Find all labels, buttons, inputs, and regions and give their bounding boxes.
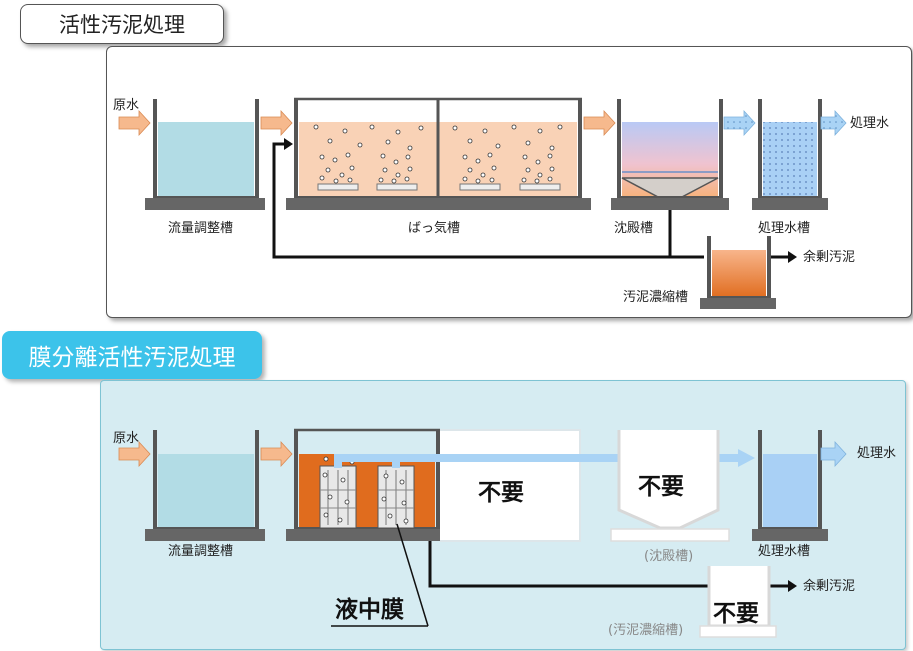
s1-return-arrowhead	[284, 138, 293, 150]
s1-equalization-tank	[145, 99, 265, 210]
s2-thickener-label: (汚泥濃縮槽)	[608, 622, 683, 638]
s2-mbr-tank	[286, 428, 440, 541]
s1-equalization-label: 流量調整槽	[168, 221, 233, 236]
s1-aeration-label: ばっ気槽	[408, 220, 460, 236]
s1-raw-water-arrow	[118, 109, 151, 137]
s1-treated-water-tank	[752, 99, 828, 210]
s1-arrow-to-aeration	[260, 109, 293, 137]
s2-membrane-label: 液中膜	[335, 596, 404, 623]
s1-arrow-to-treated-tank	[723, 109, 756, 137]
s1-excess-arrowhead	[788, 251, 797, 263]
s1-treated-tank-label: 処理水槽	[758, 221, 810, 236]
s1-raw-water-label: 原水	[113, 98, 139, 113]
s2-unnecessary-thickener	[699, 566, 777, 638]
s2-excess-arrowhead	[788, 580, 797, 592]
s1-excess-sludge-label: 余剰汚泥	[803, 249, 855, 265]
s2-treated-water-tank	[752, 430, 828, 541]
s1-sedimentation-tank	[611, 99, 729, 210]
s1-aeration-tank	[286, 97, 591, 210]
s2-raw-water-label: 原水	[113, 431, 139, 446]
s2-unnecessary-aeration-text: 不要	[478, 480, 524, 506]
s2-unnecessary-thickener-text: 不要	[713, 601, 759, 627]
s2-sedimentation-label: (沈殿槽)	[644, 549, 693, 564]
s2-excess-sludge-line	[428, 541, 790, 588]
s2-arrow-to-bioreactor	[260, 440, 293, 468]
section2-title: 膜分離活性汚泥処理	[2, 331, 262, 379]
s2-excess-sludge-label: 余剰汚泥	[803, 578, 855, 594]
s2-equalization-tank	[145, 430, 265, 541]
s2-treated-water-arrow	[820, 440, 847, 468]
s2-membrane-callout	[331, 523, 429, 627]
s1-thickener-label: 汚泥濃縮槽	[623, 289, 688, 305]
s1-sludge-thickener	[700, 236, 776, 309]
s2-unnecessary-sedimentation-text: 不要	[638, 474, 684, 500]
s1-arrow-to-sedimentation	[583, 109, 616, 137]
s1-sludge-return-line	[272, 142, 790, 259]
s2-permeate-line	[334, 449, 755, 468]
section1-title: 活性汚泥処理	[20, 4, 224, 44]
s1-sedimentation-label: 沈殿槽	[614, 221, 653, 236]
s2-treated-tank-label: 処理水槽	[758, 544, 810, 559]
s2-treated-water-label: 処理水	[857, 446, 896, 461]
s2-equalization-label: 流量調整槽	[168, 544, 233, 559]
s1-treated-water-arrow	[820, 109, 847, 137]
s2-unnecessary-sedimentation	[610, 430, 730, 542]
s1-treated-water-label: 処理水	[850, 116, 889, 131]
s2-raw-water-arrow	[118, 440, 151, 468]
